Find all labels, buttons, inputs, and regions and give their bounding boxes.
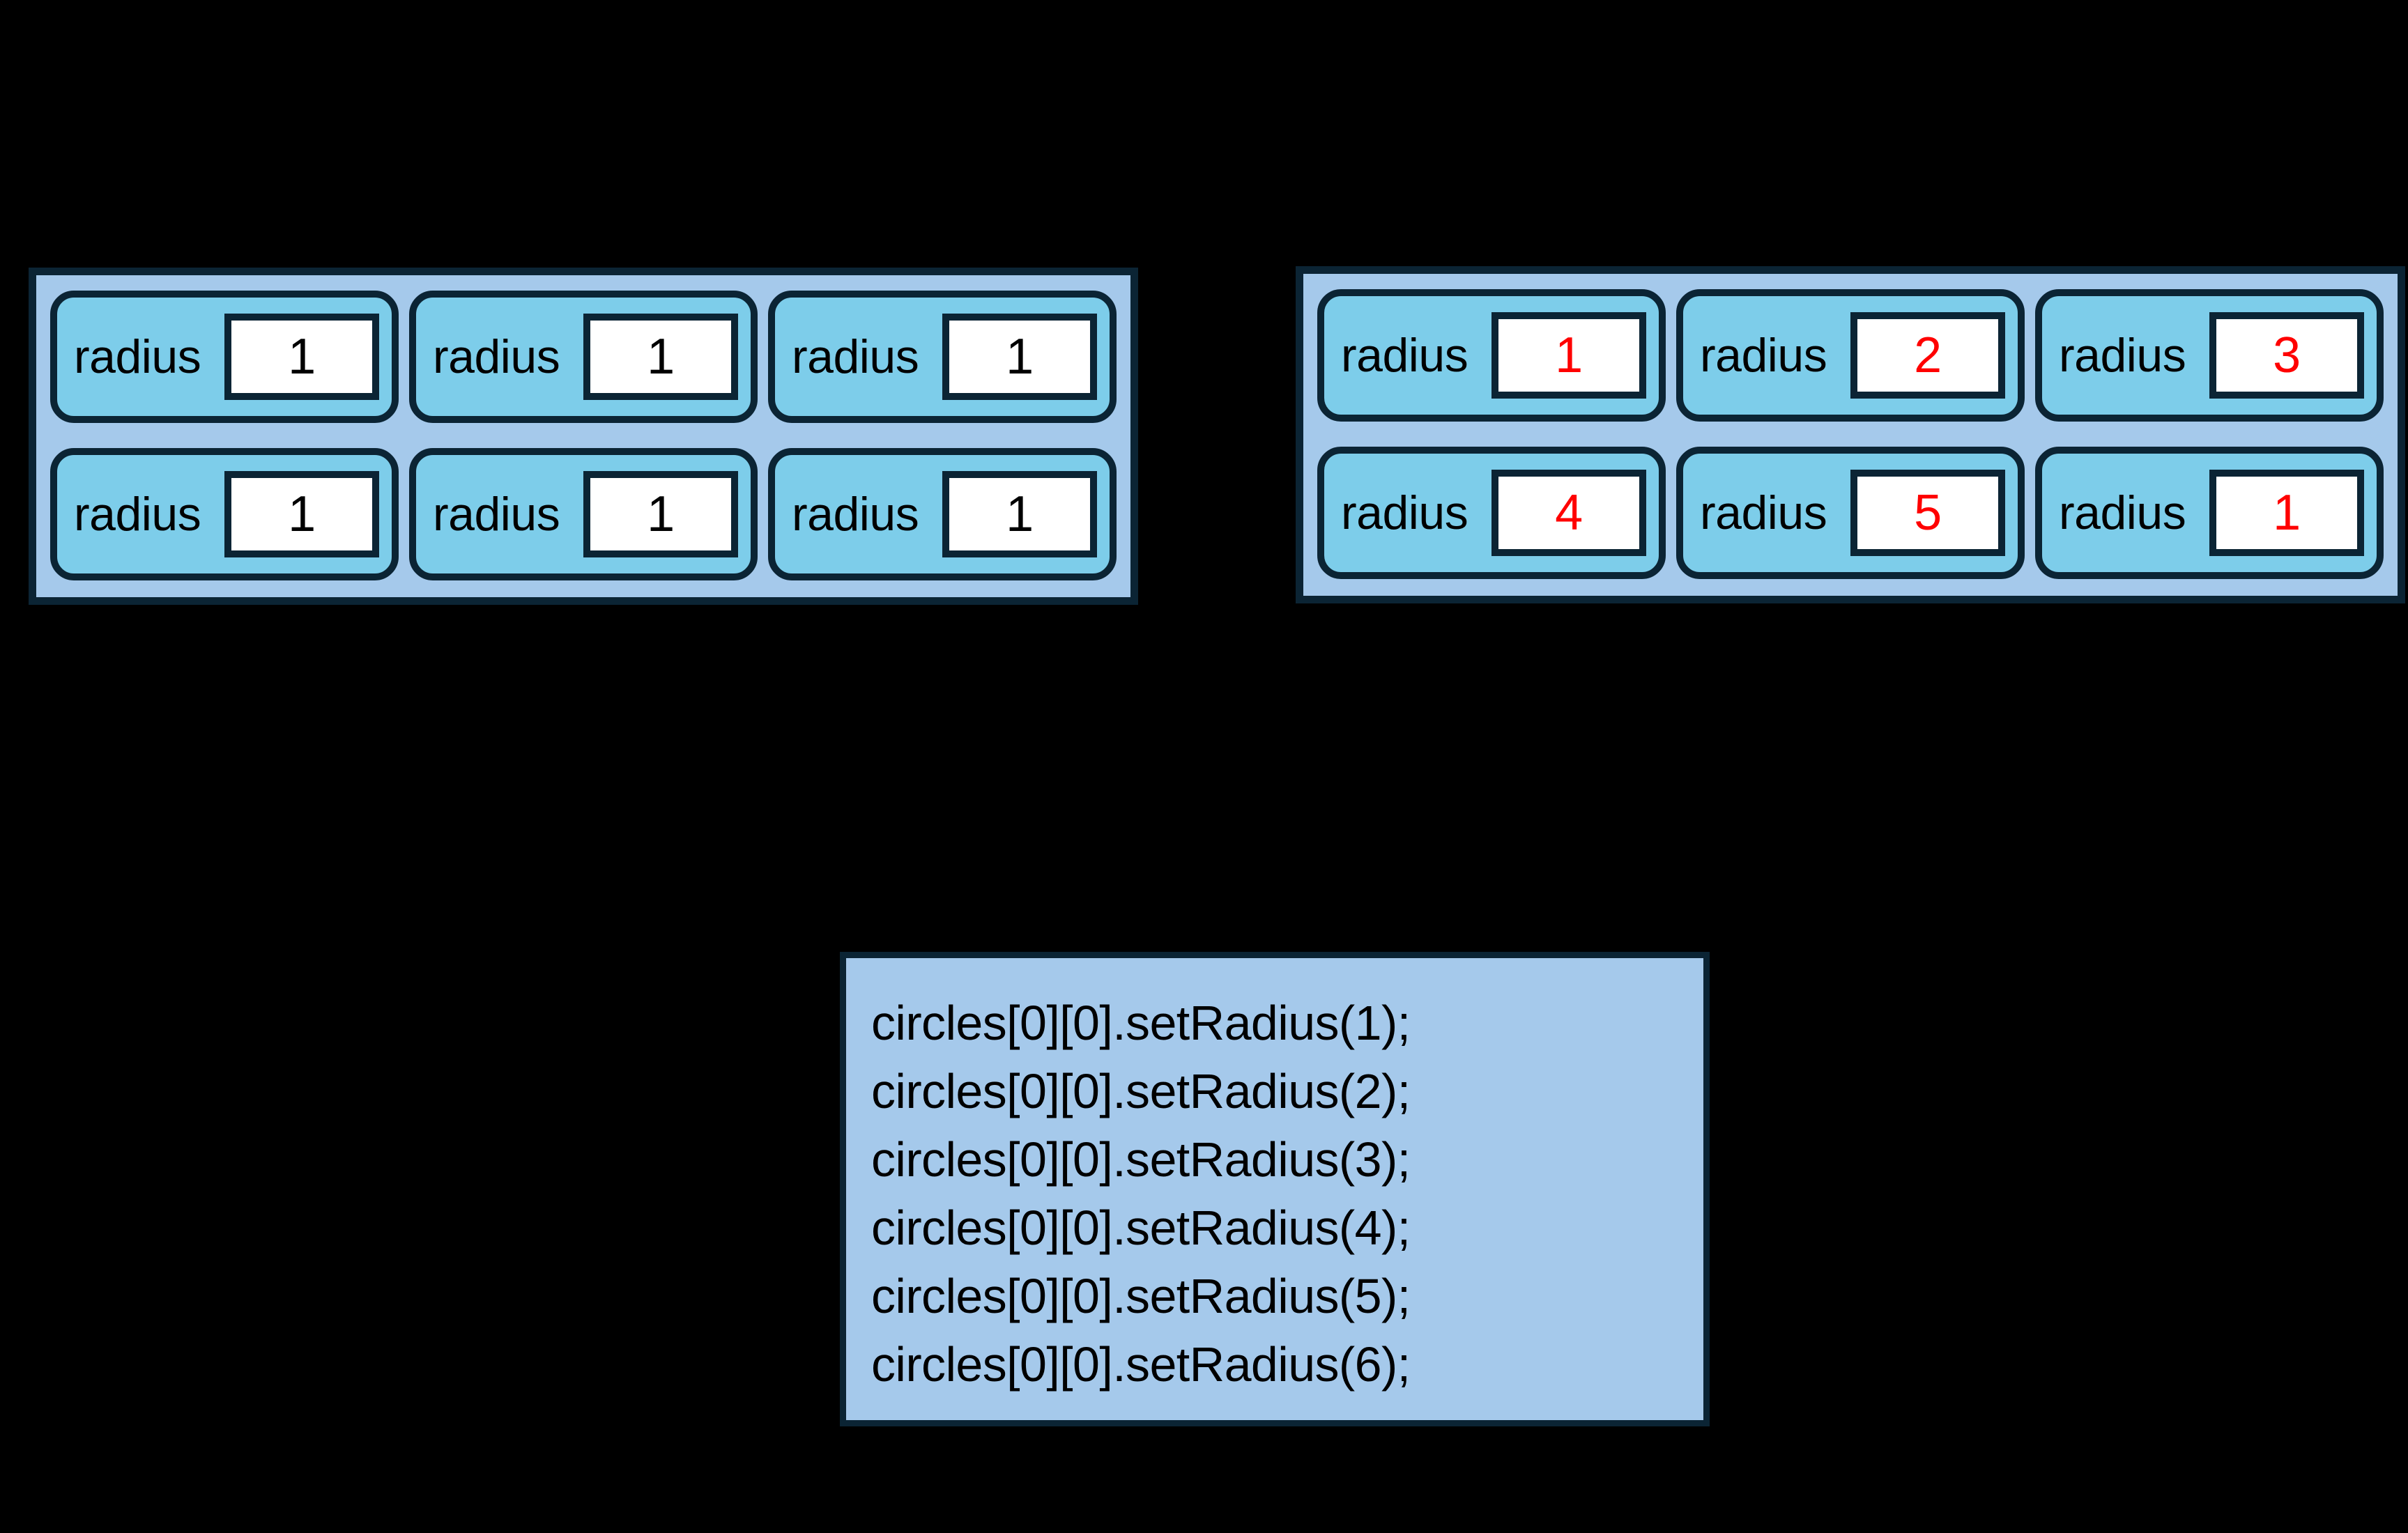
field-label: radius <box>74 488 201 541</box>
field-value-box[interactable]: 2 <box>1850 312 2005 399</box>
code-line: circles[0][0].setRadius(1); <box>871 996 1411 1050</box>
field-label: radius <box>2059 329 2186 382</box>
field-value: 4 <box>1555 485 1583 541</box>
field-value-box[interactable]: 1 <box>583 471 738 557</box>
field-label: radius <box>433 488 560 541</box>
field-value: 1 <box>1555 328 1583 383</box>
code-snippet-box: circles[0][0].setRadius(1); circles[0][0]… <box>840 952 1710 1426</box>
field-value-box[interactable]: 1 <box>2209 470 2364 556</box>
object-card[interactable]: radius 1 <box>50 448 399 580</box>
field-value-box[interactable]: 1 <box>1491 312 1646 399</box>
field-value: 1 <box>288 486 316 542</box>
field-value-box[interactable]: 1 <box>942 471 1097 557</box>
field-value-box[interactable]: 5 <box>1850 470 2005 556</box>
object-card[interactable]: radius 2 <box>1676 289 2025 422</box>
field-label: radius <box>1700 486 1827 539</box>
field-value: 1 <box>1006 486 1034 542</box>
field-value: 2 <box>1914 328 1942 383</box>
field-value: 3 <box>2273 328 2301 383</box>
code-line: circles[0][0].setRadius(2); <box>871 1064 1411 1118</box>
object-card[interactable]: radius 1 <box>768 291 1117 423</box>
code-line: circles[0][0].setRadius(5); <box>871 1269 1411 1323</box>
object-card[interactable]: radius 1 <box>409 291 758 423</box>
field-label: radius <box>1700 329 1827 382</box>
field-value: 1 <box>1006 329 1034 385</box>
field-value: 1 <box>288 329 316 385</box>
code-line: circles[0][0].setRadius(4); <box>871 1201 1411 1255</box>
field-label: radius <box>1341 329 1468 382</box>
code-line: circles[0][0].setRadius(3); <box>871 1132 1411 1187</box>
field-value-box[interactable]: 4 <box>1491 470 1646 556</box>
field-value-box[interactable]: 3 <box>2209 312 2364 399</box>
object-card[interactable]: radius 1 <box>768 448 1117 580</box>
object-card[interactable]: radius 5 <box>1676 447 2025 579</box>
field-value: 1 <box>647 486 675 542</box>
array-row: radius 4 radius 5 radius 1 <box>1317 444 2384 582</box>
field-label: radius <box>2059 486 2186 539</box>
object-card[interactable]: radius 4 <box>1317 447 1666 579</box>
field-value: 1 <box>2273 485 2301 541</box>
field-label: radius <box>792 330 919 383</box>
field-value-box[interactable]: 1 <box>583 314 738 400</box>
field-label: radius <box>792 488 919 541</box>
array-row: radius 1 radius 1 radius 1 <box>50 288 1117 426</box>
field-value: 1 <box>647 329 675 385</box>
array-row: radius 1 radius 2 radius 3 <box>1317 286 2384 424</box>
field-value-box[interactable]: 1 <box>224 314 379 400</box>
field-value: 5 <box>1914 485 1942 541</box>
array-row: radius 1 radius 1 radius 1 <box>50 445 1117 583</box>
field-label: radius <box>74 330 201 383</box>
object-card[interactable]: radius 1 <box>1317 289 1666 422</box>
field-label: radius <box>433 330 560 383</box>
object-card[interactable]: radius 1 <box>50 291 399 423</box>
object-card[interactable]: radius 1 <box>409 448 758 580</box>
object-card[interactable]: radius 3 <box>2035 289 2384 422</box>
code-line: circles[0][0].setRadius(6); <box>871 1337 1411 1392</box>
field-value-box[interactable]: 1 <box>224 471 379 557</box>
field-value-box[interactable]: 1 <box>942 314 1097 400</box>
field-label: radius <box>1341 486 1468 539</box>
object-card[interactable]: radius 1 <box>2035 447 2384 579</box>
